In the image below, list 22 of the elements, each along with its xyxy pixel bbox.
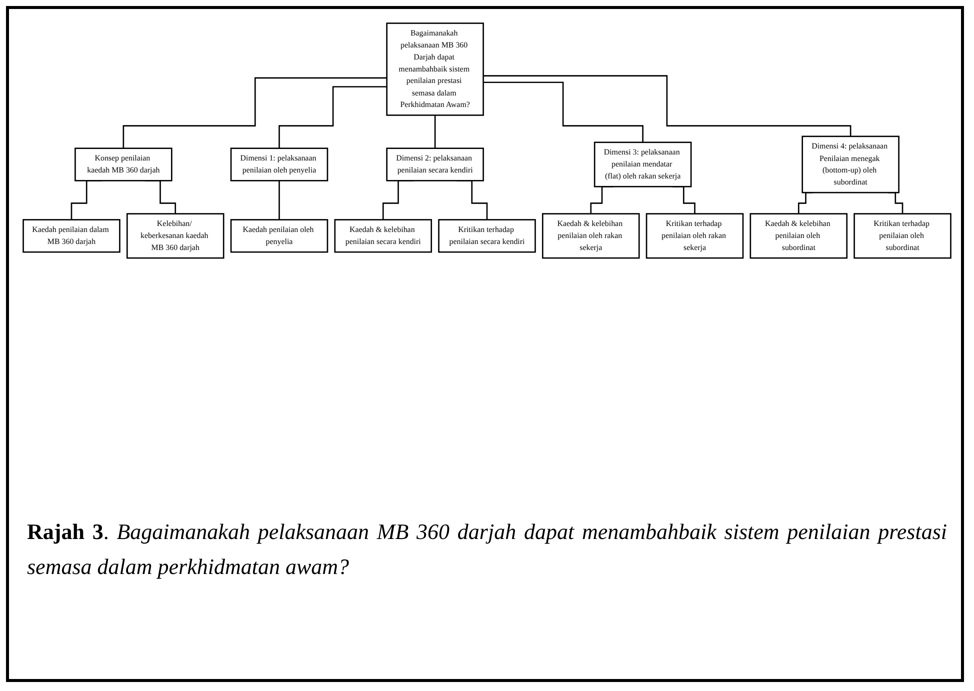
connector (278, 86, 387, 149)
node-box (802, 136, 900, 194)
node-box (854, 213, 952, 259)
node-box (334, 219, 432, 253)
node-box (74, 148, 172, 182)
node-box (230, 219, 328, 253)
node-box (126, 213, 224, 259)
node-box (594, 142, 692, 188)
connector (483, 75, 852, 138)
node-box (22, 219, 120, 253)
connector (278, 180, 280, 220)
connector (434, 114, 436, 149)
node-box (386, 22, 484, 116)
node-box (386, 148, 484, 182)
node-box (750, 213, 848, 259)
figure-caption: Rajah 3. Bagaimanakah pelaksanaan MB 360 darjah dapat menambahbaik sistem penilaian prestasi semasa dalam perkhidmatan awam? (27, 518, 947, 582)
connector (483, 82, 644, 144)
node-box (542, 213, 640, 259)
node-box (646, 213, 744, 259)
node-box (438, 219, 536, 253)
node-box (230, 148, 328, 182)
connector (122, 77, 387, 149)
